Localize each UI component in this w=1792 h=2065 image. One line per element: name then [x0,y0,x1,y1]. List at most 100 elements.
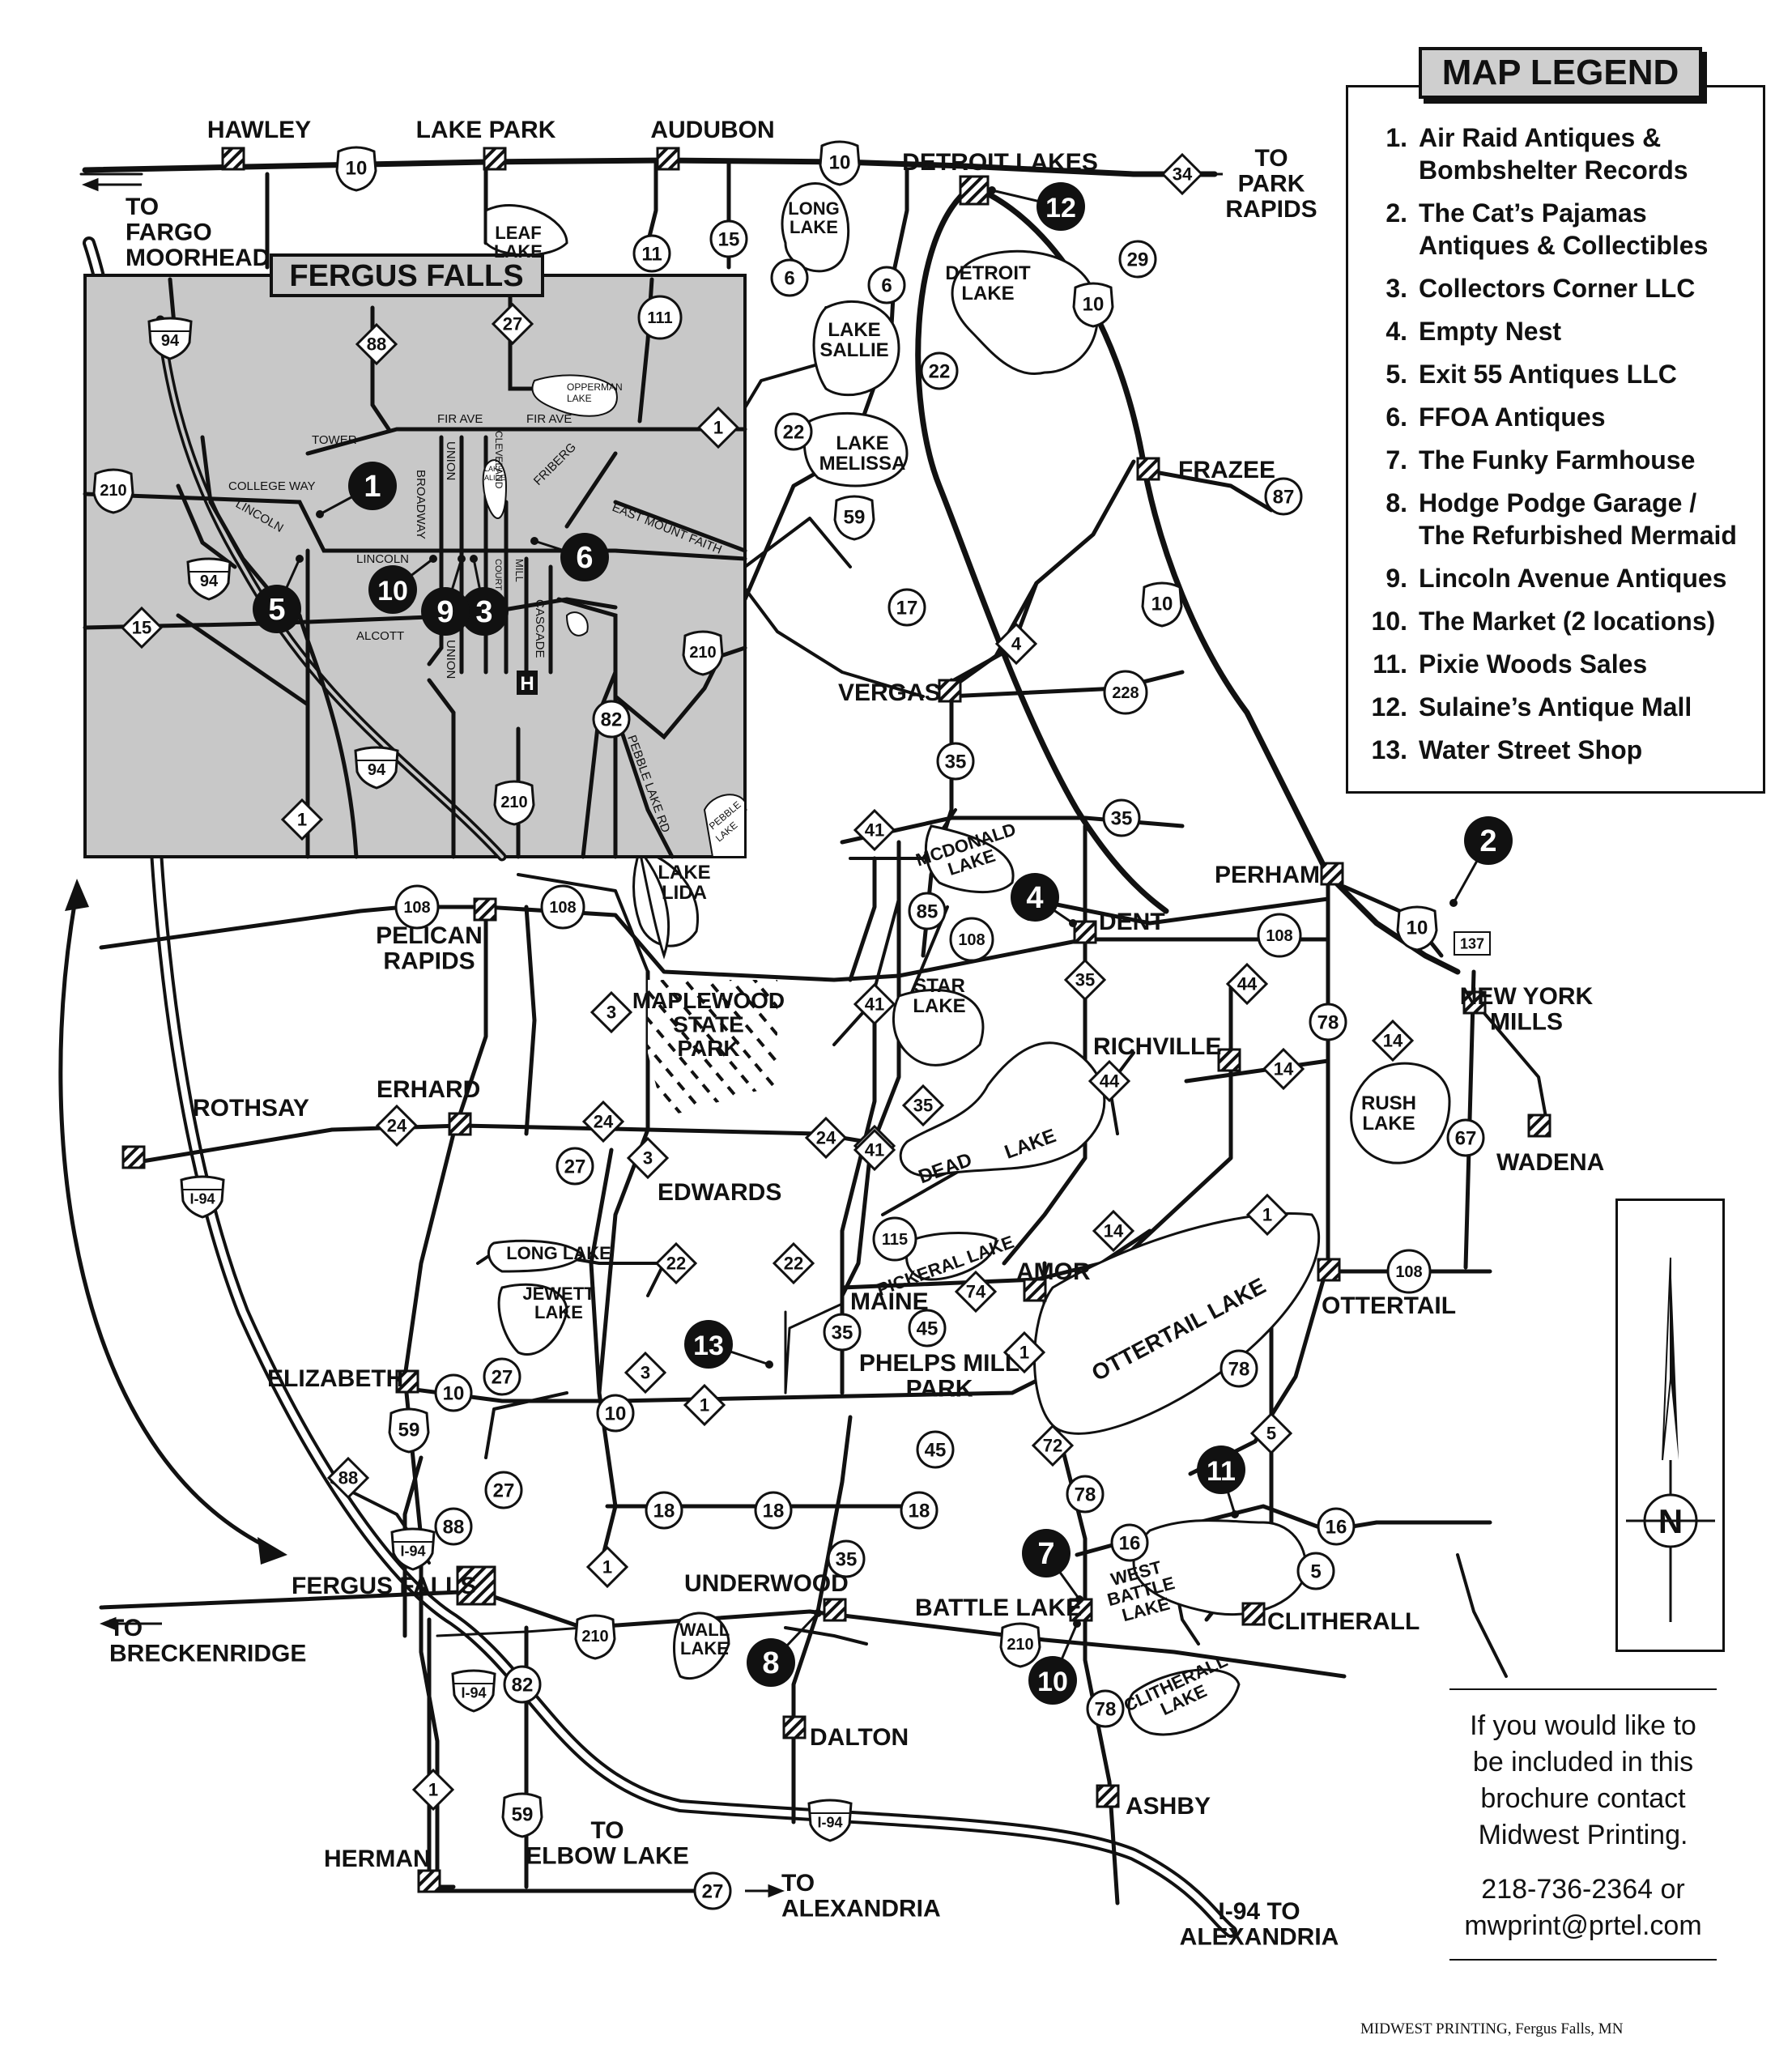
route-number: 24 [816,1128,836,1148]
water-opperman-1: OPPERMAN [567,381,623,393]
route-number: 10 [346,157,368,179]
route-number: 27 [564,1156,586,1177]
route-shield: 14 [1092,1209,1135,1253]
place-label: VERGAS [838,679,941,706]
route-shield: 78 [1219,1349,1258,1388]
route-shield: 115 [872,1216,917,1262]
route-number: I-94 [817,1814,842,1830]
route-number: 29 [1127,249,1149,270]
town-herman [417,1869,441,1893]
route-number: 16 [1326,1516,1347,1538]
shop-marker-number: 2 [1479,824,1496,858]
place-label: HAWLEY [207,117,311,143]
legend-item-number: 8. [1386,488,1407,517]
route-shield: 72 [1031,1424,1075,1467]
route-number: 16 [1119,1532,1141,1554]
place-label: AMOR [1016,1258,1091,1285]
route-shield: 108 [1257,913,1302,958]
info-email[interactable]: mwprint@prtel.com [1464,1910,1702,1941]
route-shield: 74 [954,1270,998,1314]
shop-marker[interactable]: 9 [421,555,470,636]
route-shield: 16 [1110,1523,1149,1562]
shop-marker[interactable]: 11 [1197,1446,1245,1518]
route-number: 18 [763,1500,785,1522]
route-shield: 10 [1141,581,1183,628]
route-shield: I-94 [390,1527,436,1571]
shop-marker-number: 10 [377,576,408,607]
shop-marker[interactable]: 10 [1028,1620,1081,1705]
route-number: 14 [1383,1031,1403,1051]
route-shield: 14 [1262,1047,1305,1091]
shop-marker[interactable]: 7 [1022,1529,1083,1603]
route-number: 27 [702,1880,724,1902]
route-number: 35 [1111,807,1133,829]
route-shield: 29 [1118,240,1157,279]
water-alice-2: ALICE [484,474,505,482]
route-shield: 35 [901,1084,945,1127]
route-shield: 1 [1002,1331,1046,1374]
shop-marker-number: 5 [268,593,285,627]
shop-marker[interactable]: 6 [530,533,609,581]
route-shield: 27 [555,1147,594,1186]
route-number: 94 [368,761,386,779]
route-number: 22 [784,1254,803,1274]
route-number: 88 [443,1516,465,1538]
route-shield: 10 [1396,905,1438,952]
shop-marker[interactable]: 2 [1449,816,1513,907]
town-wadena [1527,1113,1552,1138]
legend-item-number: 11. [1373,649,1407,679]
legend-item: 9.Lincoln Avenue Antiques [1359,562,1764,594]
route-shield: 22 [774,412,813,451]
town-erhard [448,1112,472,1136]
route-shield: 78 [1309,1003,1347,1041]
route-shield: 17 [887,588,926,627]
shop-marker[interactable]: 13 [684,1320,773,1369]
shop-marker-number: 13 [693,1331,724,1361]
town-elizabeth [395,1369,419,1394]
route-shield: 34 [1160,152,1204,196]
shop-marker[interactable]: 4 [1011,873,1077,927]
route-number: 88 [367,334,386,355]
route-number: 108 [1395,1263,1422,1281]
street-cascade: CASCADE [533,599,547,658]
town-detroit-lakes [959,175,990,206]
legend-item: 6.FFOA Antiques [1359,401,1764,433]
route-number: 18 [653,1500,675,1522]
place-label: DALTON [810,1724,909,1751]
legend-item-text: Lincoln Avenue Antiques [1419,564,1727,593]
route-shield: 45 [908,1309,947,1348]
legend-item-number: 12. [1371,692,1407,722]
shop-marker[interactable]: 12 [988,182,1085,231]
contact-info: If you would like to be included in this… [1449,1688,1717,1961]
shop-marker[interactable]: 8 [747,1609,822,1687]
shop-marker[interactable]: 5 [253,555,304,633]
route-shield: 44 [1225,962,1269,1006]
route-shield: 24 [581,1100,625,1143]
north-arrow-box: N [1615,1199,1725,1652]
route-number: 17 [896,597,918,619]
shop-marker[interactable]: 10 [368,555,437,614]
route-shield: 45 [916,1430,955,1469]
route-number: 41 [865,820,884,841]
route-number: 108 [958,931,985,949]
route-number: 78 [1317,1011,1339,1033]
route-number: 35 [913,1096,933,1116]
town-dalton [782,1715,807,1739]
route-shield: 1 [280,798,324,841]
shop-marker[interactable]: 3 [460,555,509,636]
legend-item: 7.The Funky Farmhouse [1359,444,1764,476]
route-number: 87 [1273,486,1295,508]
shop-marker[interactable]: 1 [316,462,397,518]
shop-marker-number: 10 [1037,1667,1068,1697]
route-number: 5 [1310,1560,1321,1582]
arrow-head-right [258,1537,287,1565]
